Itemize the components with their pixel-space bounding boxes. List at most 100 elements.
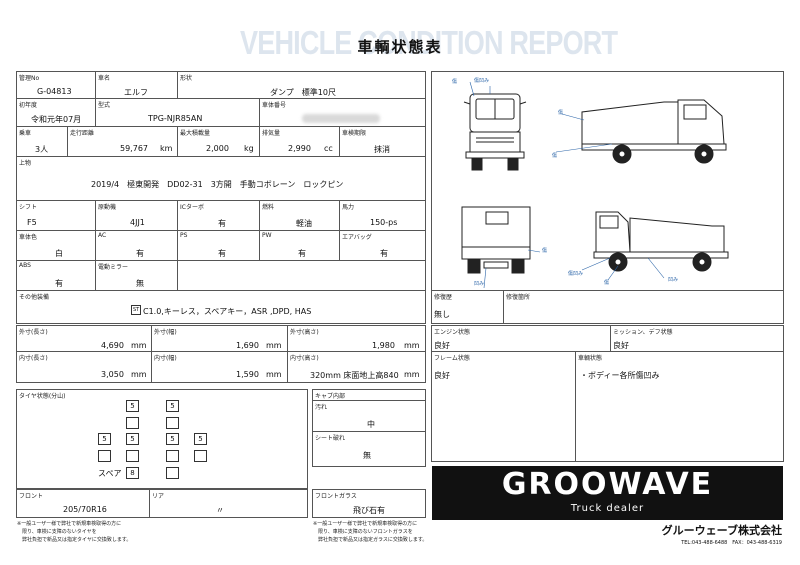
outer-width-value: 1,690 xyxy=(236,341,259,350)
shape-cell: 形状 ダンプ 標準10尺 xyxy=(178,71,426,99)
ic-turbo-cell: ICターボ 有 xyxy=(178,201,260,231)
capacity-value: 3人 xyxy=(35,145,49,154)
shift-label: シフト xyxy=(19,204,38,211)
inner-width-label: 内寸(幅) xyxy=(154,355,177,362)
body-color-label: 車体色 xyxy=(19,234,38,241)
damage-mark-dent-1: 凹み xyxy=(668,277,679,283)
other-equipment-cell: その他装備 ST C1.0,キーレス，スペアキー，ASR ,DPD, HAS xyxy=(16,291,426,324)
repair-history-cell: 修復歴 無し xyxy=(431,291,504,324)
dirt-cell: 汚れ 中 xyxy=(312,400,426,432)
inner-width-unit: mm xyxy=(266,370,282,379)
tire-rear-right-inner: 5 xyxy=(166,433,179,445)
shape-value: ダンプ 標準10尺 xyxy=(270,88,336,97)
first-reg-label: 初年度 xyxy=(19,102,38,109)
tire-rear-right-outer: 5 xyxy=(194,433,207,445)
ps-cell: PS 有 xyxy=(178,231,260,261)
tire-front-right-blank xyxy=(166,417,179,429)
model-value: TPG-NJR85AN xyxy=(148,114,203,123)
equipment-value: 2019/4 極東開発 DD02-31 3方開 手動コボレーン ロックピン xyxy=(91,180,344,189)
outer-width-unit: mm xyxy=(266,341,282,350)
load-label: 最大積載量 xyxy=(180,130,211,137)
mgmt-no-label: 管理No xyxy=(19,75,40,82)
inspection-value: 抹消 xyxy=(374,145,390,154)
truck-side-view-right-icon xyxy=(581,99,727,164)
tire-spare: 8 xyxy=(126,467,139,479)
mgmt-no-value: G-04813 xyxy=(37,87,72,96)
displacement-label: 排気量 xyxy=(262,130,281,137)
load-cell: 最大積載量 2,000 kg xyxy=(178,127,260,157)
body-condition-label: 車輌状態 xyxy=(578,355,603,362)
inner-length-value: 3,050 xyxy=(101,370,124,379)
watermark-title: VEHICLE CONDITION REPORT xyxy=(240,24,618,61)
seat-tear-label: シート破れ xyxy=(315,435,346,442)
repair-history-value: 無し xyxy=(434,310,450,319)
front-tire-size-label: フロント xyxy=(19,493,44,500)
ic-turbo-label: ICターボ xyxy=(180,204,204,211)
fuel-label: 燃料 xyxy=(262,204,275,211)
seat-tear-cell: シート破れ 無 xyxy=(312,432,426,467)
frame-condition-label: フレーム状態 xyxy=(434,355,470,362)
repair-part-cell: 修復箇所 xyxy=(504,291,784,324)
truck-side-view-left-icon xyxy=(593,211,729,272)
front-glass-cell: フロントガラス 飛び石有 xyxy=(312,489,426,518)
capacity-cell: 乗車 3人 xyxy=(16,127,68,157)
inner-length-label: 内寸(長さ) xyxy=(19,355,48,362)
frame-condition-value: 良好 xyxy=(434,371,450,380)
tire-rear-blank-1 xyxy=(98,450,111,462)
fuel-value: 軽油 xyxy=(296,219,312,228)
mileage-unit: km xyxy=(160,144,173,153)
outer-length-unit: mm xyxy=(131,341,147,350)
damage-mark-scratch-3: 傷 xyxy=(552,153,558,159)
tire-note-line-3: 弊社負担で新品又は指定タイヤに交換致します。 xyxy=(17,537,132,543)
tire-rear-left-inner: 5 xyxy=(126,433,139,445)
inner-length-unit: mm xyxy=(131,370,147,379)
outer-height-label: 外寸(高さ) xyxy=(290,329,319,336)
outer-length-cell: 外寸(長さ) 4,690 mm xyxy=(16,325,152,352)
vehicle-diagram-panel: 傷凹み 傷 傷 傷 傷 傷凹み 傷 凹み 凹み xyxy=(431,71,784,291)
body-color-cell: 車体色 白 xyxy=(16,231,96,261)
company-contact: TEL:043-488-6488 FAX：043-488-6319 xyxy=(681,540,782,546)
spare-tire-label: スペア xyxy=(98,469,122,478)
outer-length-label: 外寸(長さ) xyxy=(19,329,48,336)
damage-mark-dent-2: 凹み xyxy=(474,281,485,287)
seat-tear-value: 無 xyxy=(363,451,371,460)
glass-note-line-3: 弊社負担で新品又は指定ガラスに交換致します。 xyxy=(313,537,428,543)
mileage-value: 59,767 xyxy=(120,144,148,153)
truck-diagram-svg xyxy=(461,81,729,289)
shift-value: F5 xyxy=(27,218,37,227)
front-tire-size-value: 205/70R16 xyxy=(63,505,107,514)
electric-mirror-value: 無 xyxy=(136,279,144,288)
displacement-unit: cc xyxy=(324,144,333,153)
front-tire-size-cell: フロント 205/70R16 xyxy=(16,489,150,518)
row6-empty xyxy=(178,261,426,291)
engine-model-value: 4JJ1 xyxy=(130,218,145,227)
company-tagline: Truck dealer xyxy=(570,503,645,514)
inner-height-cell: 内寸(高さ) 320mm 床面地上高840 mm xyxy=(288,352,426,383)
fuel-cell: 燃料 軽油 xyxy=(260,201,340,231)
front-glass-label: フロントガラス xyxy=(315,493,357,500)
load-unit: kg xyxy=(244,144,254,153)
damage-mark-scratch-2: 傷 xyxy=(558,110,564,116)
body-color-value: 白 xyxy=(55,249,63,258)
pw-cell: PW 有 xyxy=(260,231,340,261)
rear-tire-size-cell: リア 〃 xyxy=(150,489,308,518)
outer-width-label: 外寸(幅) xyxy=(154,329,177,336)
page-title: 車輌状態表 xyxy=(357,38,443,56)
engine-condition-cell: エンジン状態 良好 xyxy=(431,325,611,352)
repair-part-label: 修復箇所 xyxy=(506,294,531,301)
mission-condition-value: 良好 xyxy=(613,341,629,350)
dirt-value: 中 xyxy=(367,420,375,429)
tire-condition-panel: タイヤ状態(分山) xyxy=(16,389,308,489)
tire-rear-blank-3 xyxy=(166,450,179,462)
ps-value: 有 xyxy=(218,249,226,258)
tire-front-left: 5 xyxy=(126,400,139,412)
tire-front-right: 5 xyxy=(166,400,179,412)
capacity-label: 乗車 xyxy=(19,130,32,137)
inner-height-value: 320mm 床面地上高840 xyxy=(310,371,399,380)
inspection-cell: 車検期限 抹消 xyxy=(340,127,426,157)
ac-label: AC xyxy=(98,232,107,239)
outer-height-value: 1,980 xyxy=(372,341,395,350)
displacement-value: 2,990 xyxy=(288,144,311,153)
company-logo-banner xyxy=(432,466,783,520)
glass-note-line-2: 限り、車検に支障のないフロントガラスを xyxy=(313,529,413,535)
